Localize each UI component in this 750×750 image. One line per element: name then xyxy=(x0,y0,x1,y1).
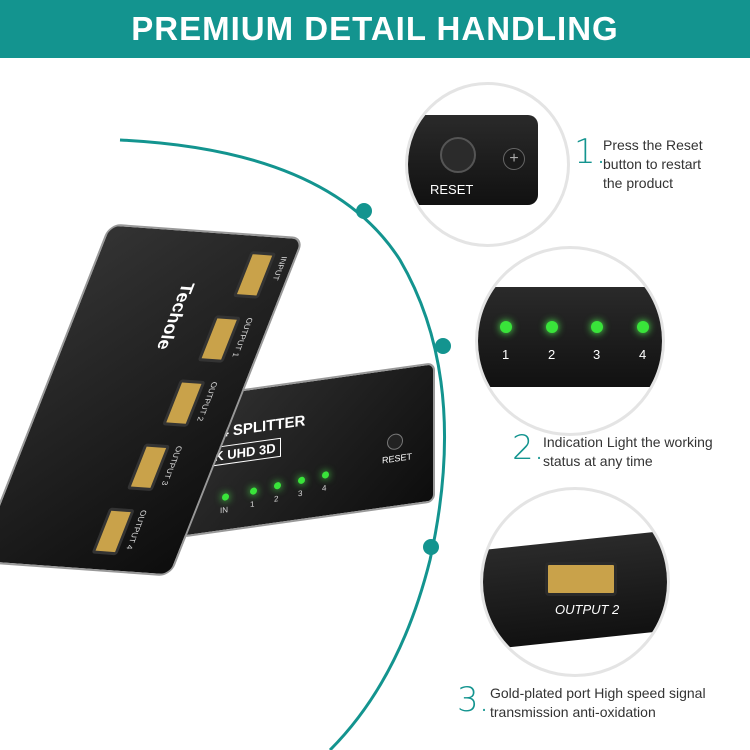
banner-title: PREMIUM DETAIL HANDLING xyxy=(0,0,750,58)
feature-text: Indication Light the working status at a… xyxy=(543,434,713,469)
device-led xyxy=(250,487,257,496)
led-detail xyxy=(591,321,603,333)
front-label-3: 3 xyxy=(298,488,303,499)
device-brand: Techole xyxy=(152,282,199,351)
feature-number: 2. xyxy=(512,428,545,468)
port-label: OUTPUT 2 xyxy=(555,602,620,617)
front-label-2: 2 xyxy=(274,494,279,504)
arc-dot xyxy=(423,539,439,555)
device-reset-button xyxy=(387,432,403,451)
led-detail-circle: 1 2 3 4 xyxy=(475,246,665,436)
feature-text: Press the Reset button to restart the pr… xyxy=(603,137,703,191)
feature-text: Gold-plated port High speed signal trans… xyxy=(490,685,706,720)
led-detail xyxy=(500,321,512,333)
front-label-in: IN xyxy=(220,505,228,516)
screw-icon: + xyxy=(503,148,525,170)
reset-label: RESET xyxy=(430,182,474,197)
led-label: 1 xyxy=(502,347,510,362)
arc-dot xyxy=(435,338,451,354)
device-led xyxy=(298,476,305,485)
led-label: 2 xyxy=(548,347,556,362)
led-label: 3 xyxy=(593,347,601,362)
reset-button-detail xyxy=(440,137,476,173)
feature-number: 3. xyxy=(457,680,490,720)
front-label-4: 4 xyxy=(322,483,327,493)
hdmi-port-input xyxy=(232,251,277,299)
front-label-1: 1 xyxy=(250,499,255,510)
hdmi-port xyxy=(545,562,617,596)
device-led xyxy=(322,470,329,479)
arc-dot xyxy=(356,203,372,219)
port-detail-circle: OUTPUT 2 xyxy=(480,487,670,677)
device-led xyxy=(222,493,229,502)
device-led xyxy=(274,481,281,490)
feature-number: 1. xyxy=(574,132,607,172)
led-label: 4 xyxy=(639,347,647,362)
led-detail xyxy=(637,321,649,333)
device-reset-label: RESET xyxy=(382,451,413,466)
reset-detail-circle: RESET + xyxy=(405,82,570,247)
led-detail xyxy=(546,321,558,333)
